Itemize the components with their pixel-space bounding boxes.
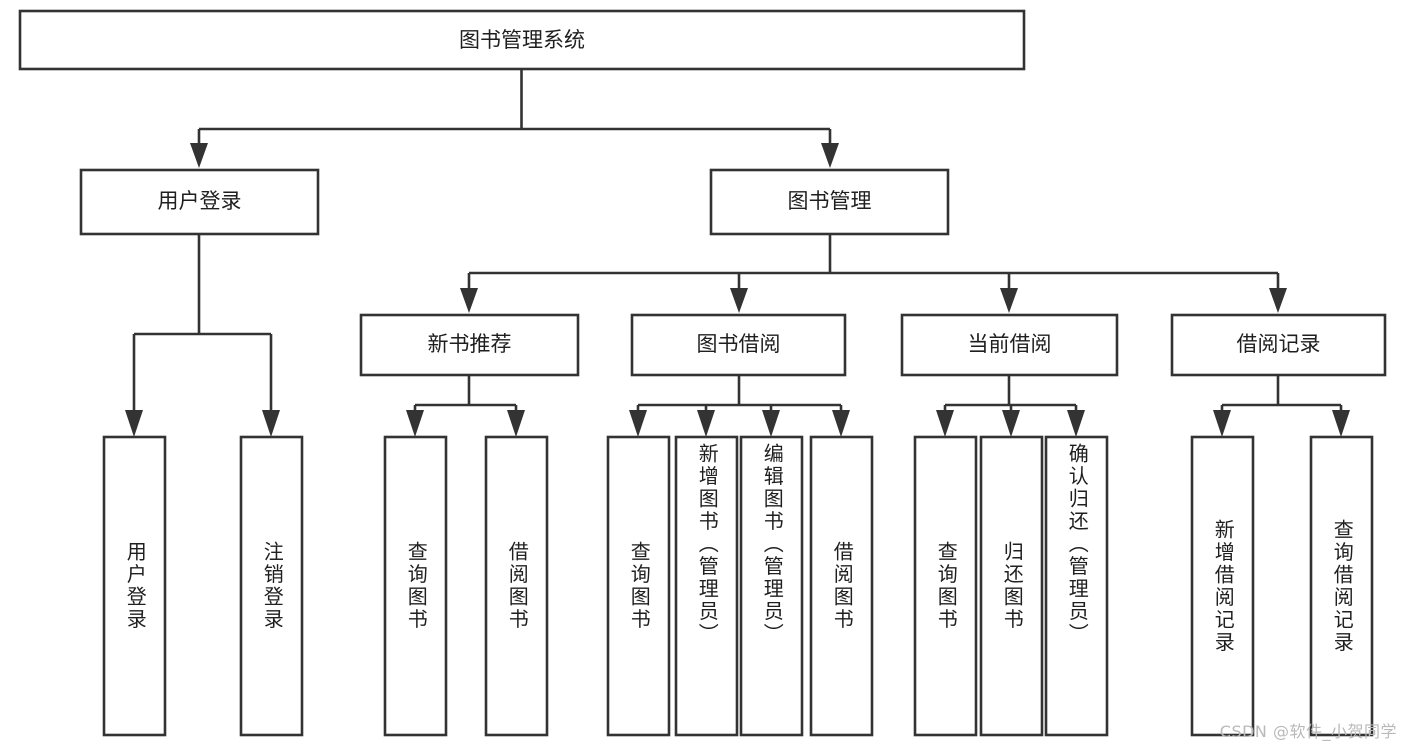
- node-leaf-query-record-rect[interactable]: [1309, 435, 1374, 737]
- connector-group-new-book-rec: [406, 375, 525, 437]
- arrowhead-user-login-leaf-2: [262, 410, 280, 437]
- arrowhead-br-leaf-2: [1332, 410, 1350, 437]
- node-leaf-borrow-book-1-rect[interactable]: [484, 435, 549, 737]
- connector-group-root: [190, 69, 839, 168]
- node-current-borrow-label: 当前借阅: [968, 332, 1052, 356]
- node-root[interactable]: 图书管理系统: [18, 9, 1026, 71]
- node-leaf-query-book-1-rect[interactable]: [383, 435, 448, 737]
- arrowhead-cb-leaf-2: [1002, 410, 1020, 437]
- node-user-login-label: 用户登录: [158, 189, 242, 213]
- arrowhead-bb-leaf-1: [629, 410, 647, 437]
- connector-group-user-login: [125, 234, 280, 437]
- node-book-manage[interactable]: 图书管理: [709, 168, 950, 236]
- arrowhead-bb-leaf-2: [697, 410, 715, 437]
- node-leaf-user-login-rect[interactable]: [102, 435, 167, 737]
- node-root-rect[interactable]: [18, 9, 1026, 71]
- node-leaf-return-book-rect[interactable]: [979, 435, 1044, 737]
- arrowhead-cb-leaf-3: [1067, 410, 1085, 437]
- node-leaf-edit-book-rect[interactable]: [739, 435, 804, 737]
- arrowhead-user-login-leaf-1: [125, 410, 143, 437]
- node-user-login-rect[interactable]: [79, 168, 320, 236]
- node-leaf-query-book-3-rect[interactable]: [913, 435, 978, 737]
- node-book-manage-label: 图书管理: [788, 189, 872, 213]
- arrowhead-bb-leaf-4: [832, 410, 850, 437]
- node-new-book-rec-rect[interactable]: [359, 313, 580, 377]
- connector-group-book-manage: [460, 234, 1287, 313]
- arrowhead-root-to-book-manage: [821, 143, 839, 168]
- node-borrow-record-rect[interactable]: [1170, 313, 1387, 377]
- node-new-book-rec[interactable]: 新书推荐: [359, 313, 580, 377]
- node-leaf-add-book-rect[interactable]: [674, 435, 739, 737]
- arrowhead-book-borrow: [730, 288, 748, 313]
- arrowhead-current-borrow: [1000, 288, 1018, 313]
- node-borrow-record-label: 借阅记录: [1237, 332, 1321, 356]
- arrowhead-cb-leaf-1: [936, 410, 954, 437]
- arrowhead-nbr-leaf-1: [406, 410, 424, 437]
- node-borrow-record[interactable]: 借阅记录: [1170, 313, 1387, 377]
- node-leaf-query-book-2-rect[interactable]: [606, 435, 671, 737]
- node-book-borrow-rect[interactable]: [630, 313, 847, 377]
- arrowhead-borrow-record: [1269, 288, 1287, 313]
- node-leaf-user-logout-rect[interactable]: [239, 435, 304, 737]
- node-leaf-borrow-book-2-rect[interactable]: [809, 435, 874, 737]
- arrowhead-bb-leaf-3: [762, 410, 780, 437]
- connector-group-current-borrow: [936, 375, 1085, 437]
- node-new-book-rec-label: 新书推荐: [428, 332, 512, 356]
- node-current-borrow[interactable]: 当前借阅: [900, 313, 1119, 377]
- node-leaf-add-record-rect[interactable]: [1190, 435, 1255, 737]
- arrowhead-root-to-user-login: [190, 143, 208, 168]
- node-current-borrow-rect[interactable]: [900, 313, 1119, 377]
- node-leaf-confirm-return-rect[interactable]: [1044, 435, 1109, 737]
- csdn-watermark: CSDN @软件_小贺同学: [1219, 722, 1397, 741]
- arrowhead-br-leaf-1: [1213, 410, 1231, 437]
- connector-group-borrow-record: [1213, 375, 1350, 437]
- arrowhead-new-book-rec: [460, 288, 478, 313]
- connector-group-book-borrow: [629, 375, 850, 437]
- node-root-label: 图书管理系统: [459, 28, 585, 52]
- node-book-borrow[interactable]: 图书借阅: [630, 313, 847, 377]
- node-user-login[interactable]: 用户登录: [79, 168, 320, 236]
- arrowhead-nbr-leaf-2: [507, 410, 525, 437]
- node-book-manage-rect[interactable]: [709, 168, 950, 236]
- node-book-borrow-label: 图书借阅: [697, 332, 781, 356]
